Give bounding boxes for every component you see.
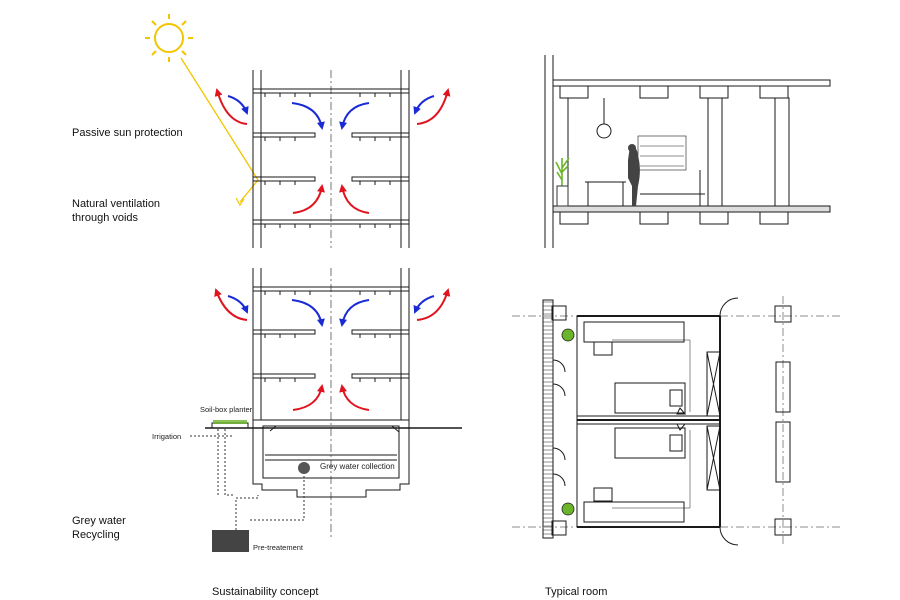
room-person-figure <box>628 144 640 206</box>
label-passive-sun-protection: Passive sun protection <box>72 127 183 139</box>
sun-icon <box>145 14 193 62</box>
annotation-pre-treatment: Pre-treatement <box>253 543 304 552</box>
room-plant-icon <box>555 157 570 207</box>
section-ventilation <box>252 70 410 248</box>
label-natural-ventilation: Natural ventilation through voids <box>72 198 161 224</box>
annotation-irrigation: Irrigation <box>152 432 182 441</box>
plan-plant-icons <box>561 328 575 516</box>
pre-treatment-tank <box>212 530 249 552</box>
sun-ray-line <box>180 57 259 203</box>
airflow-arrows-bottom <box>214 288 451 411</box>
collection-tank <box>298 462 310 474</box>
planter-greenery <box>213 420 247 424</box>
caption-sustainability-concept: Sustainability concept <box>212 586 319 598</box>
annotation-soil-box-planter: Soil-box planter <box>200 405 253 414</box>
irrigation-pipes <box>190 429 305 530</box>
airflow-arrows-top <box>214 88 451 214</box>
caption-typical-room: Typical room <box>545 586 608 598</box>
annotation-grey-water-collection: Grey water collection <box>320 462 395 471</box>
label-grey-water-recycling: Grey water Recycling <box>72 515 126 541</box>
room-plan <box>512 296 842 546</box>
section-grey-water <box>205 268 462 540</box>
room-section <box>544 55 831 248</box>
